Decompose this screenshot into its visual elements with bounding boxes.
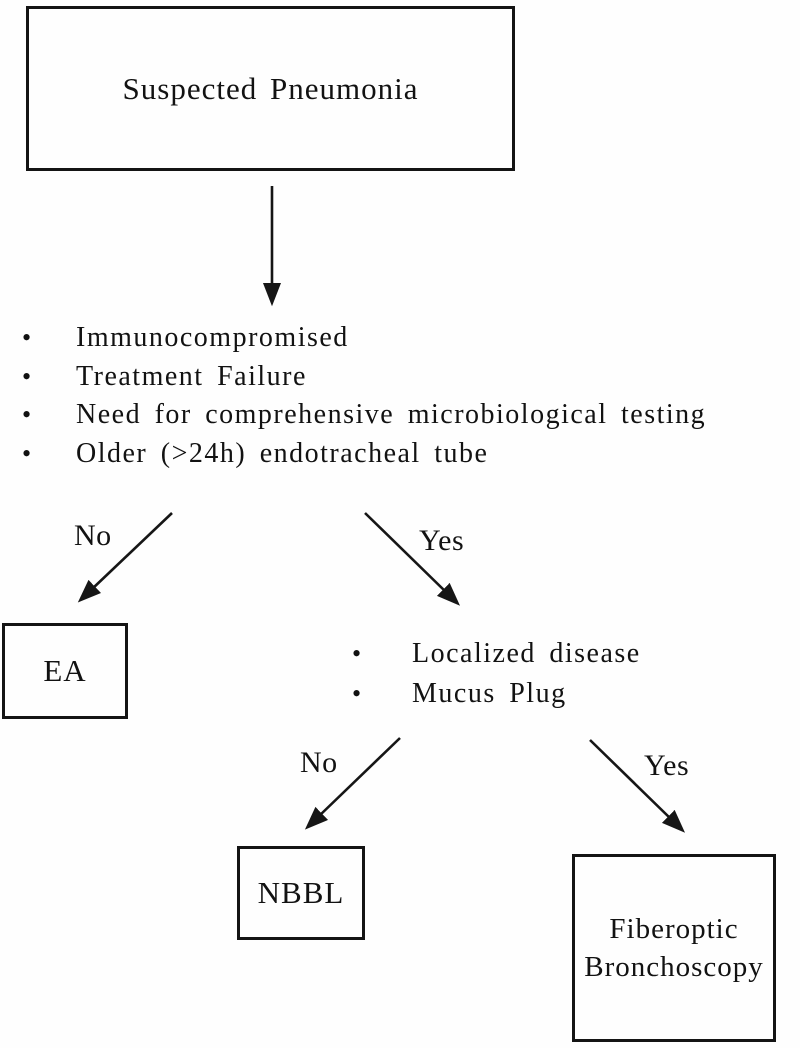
ea-label: EA <box>43 653 87 688</box>
nbbl-box: NBBL <box>237 846 365 940</box>
nbbl-label: NBBL <box>257 875 345 910</box>
secondary-criteria-list: Localized disease Mucus Plug <box>340 634 641 713</box>
branch1-yes-label: Yes <box>419 524 465 557</box>
criteria-item-microbiological-testing: Need for comprehensive microbiological t… <box>0 396 706 435</box>
secondary-item-localized-disease: Localized disease <box>340 634 641 674</box>
criteria-item-immunocompromised: Immunocompromised <box>0 319 706 358</box>
criteria-item-treatment-failure: Treatment Failure <box>0 358 706 397</box>
branch1-no-label: No <box>74 519 112 552</box>
fiberoptic-bronchoscopy-box: Fiberoptic Bronchoscopy <box>572 854 776 1042</box>
suspected-pneumonia-label: Suspected Pneumonia <box>122 70 419 106</box>
criteria-item-endotracheal-tube: Older (>24h) endotracheal tube <box>0 435 706 474</box>
secondary-item-mucus-plug: Mucus Plug <box>340 674 641 714</box>
suspected-pneumonia-box: Suspected Pneumonia <box>26 6 515 171</box>
ea-box: EA <box>2 623 128 719</box>
fiberoptic-label-line2: Bronchoscopy <box>584 951 764 983</box>
fiberoptic-label-line1: Fiberoptic <box>609 913 739 945</box>
branch2-no-label: No <box>300 746 338 779</box>
branch2-yes-label: Yes <box>644 749 690 782</box>
criteria-list: Immunocompromised Treatment Failure Need… <box>0 319 706 473</box>
